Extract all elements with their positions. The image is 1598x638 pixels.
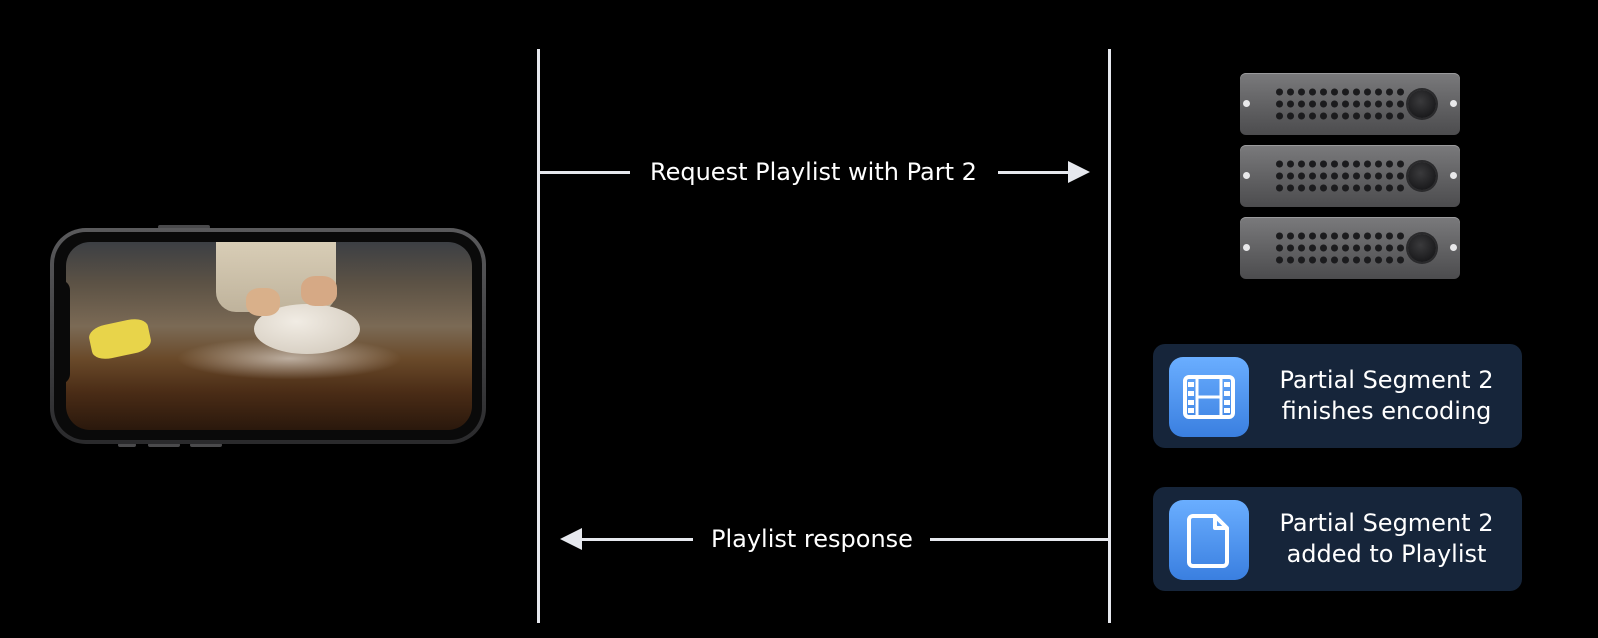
response-arrow-line-right: [930, 538, 1110, 541]
document-icon: [1169, 500, 1249, 580]
arrow-right-icon: [1068, 161, 1090, 183]
server-unit: [1240, 217, 1460, 279]
server-unit: [1240, 73, 1460, 135]
server-unit: [1240, 145, 1460, 207]
response-arrow-label: Playlist response: [711, 525, 913, 553]
arrow-left-icon: [560, 528, 582, 550]
event-card-line2: added to Playlist: [1286, 540, 1487, 568]
event-card-line2: finishes encoding: [1281, 397, 1492, 425]
event-card-line1: Partial Segment 2: [1279, 366, 1494, 394]
event-card-encoding: Partial Segment 2 finishes encoding: [1153, 344, 1522, 448]
request-arrow-line-right: [998, 171, 1070, 174]
event-card-line1: Partial Segment 2: [1279, 509, 1494, 537]
request-arrow-line-left: [540, 171, 630, 174]
iphone-notch: [56, 280, 70, 384]
video-frame-image: [66, 242, 472, 430]
film-strip-icon: [1169, 357, 1249, 437]
client-lifeline: [537, 49, 540, 623]
request-arrow-label: Request Playlist with Part 2: [650, 158, 977, 186]
server-lifeline: [1108, 49, 1111, 623]
iphone-icon: [50, 228, 486, 444]
event-card-playlist: Partial Segment 2 added to Playlist: [1153, 487, 1522, 591]
iphone-power-button: [158, 225, 210, 229]
response-arrow-line-left: [580, 538, 693, 541]
